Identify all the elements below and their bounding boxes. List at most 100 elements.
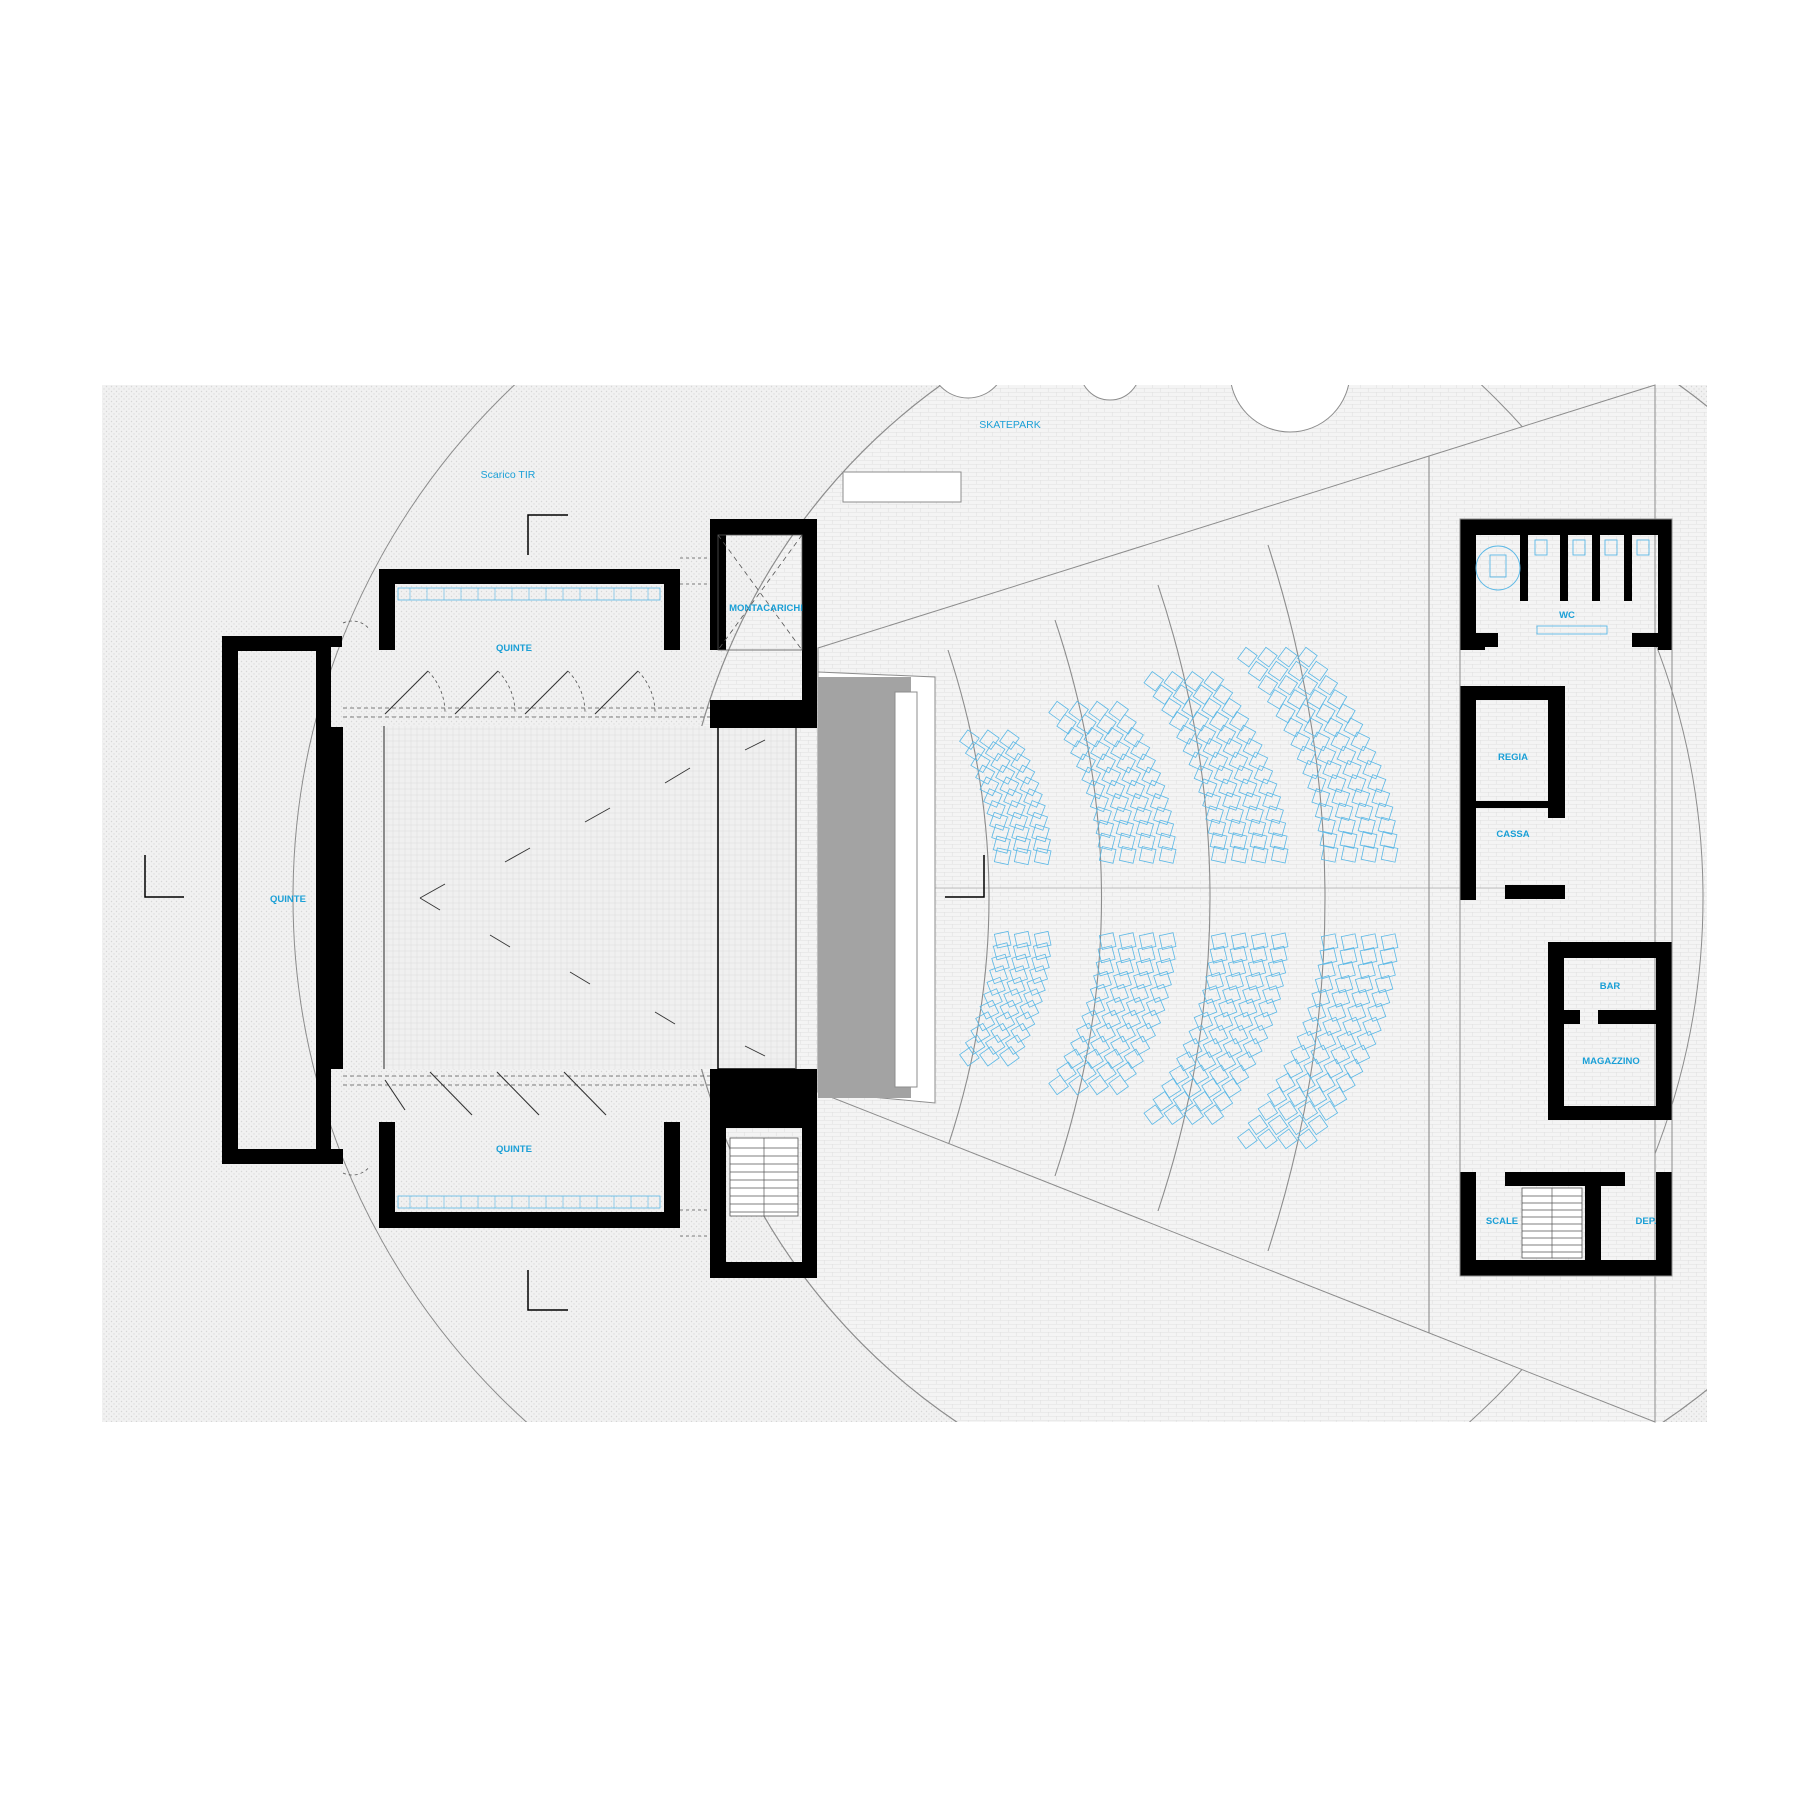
seat xyxy=(1315,703,1336,724)
seat xyxy=(1343,1058,1364,1079)
seat xyxy=(1253,1011,1274,1032)
seat xyxy=(1269,945,1288,964)
seat xyxy=(1141,1009,1162,1030)
seat xyxy=(1095,819,1115,838)
seat xyxy=(1158,932,1177,950)
seat xyxy=(1233,764,1254,785)
seat xyxy=(1228,751,1249,772)
seat xyxy=(1270,845,1289,864)
seat xyxy=(1337,816,1356,835)
seat xyxy=(1012,942,1031,961)
seat xyxy=(1088,1074,1109,1096)
section-marks xyxy=(144,514,985,1311)
seat xyxy=(1130,740,1151,761)
seat xyxy=(1296,745,1317,766)
seat xyxy=(1023,788,1043,808)
seat xyxy=(1297,674,1319,696)
seat xyxy=(1230,932,1249,951)
seat xyxy=(1237,1128,1258,1150)
seat xyxy=(1182,1038,1203,1058)
seat xyxy=(1196,724,1217,745)
seat xyxy=(993,847,1012,866)
deposit-label: DEP. xyxy=(1636,1216,1657,1227)
seat xyxy=(1326,1086,1348,1107)
seat xyxy=(1207,958,1227,978)
seat xyxy=(1331,988,1351,1008)
seat xyxy=(1121,1009,1142,1030)
seat xyxy=(989,965,1009,985)
seat xyxy=(1350,1044,1371,1065)
box-office-label: CASSA xyxy=(1496,829,1529,840)
seat xyxy=(1267,818,1287,838)
seat xyxy=(1357,961,1376,980)
seat xyxy=(1198,998,1218,1018)
seat xyxy=(1117,945,1136,964)
seat xyxy=(1101,766,1122,787)
seat xyxy=(1237,646,1258,668)
control-room-label: REGIA xyxy=(1498,752,1528,763)
seat xyxy=(1320,933,1339,951)
seat xyxy=(1033,930,1052,949)
seat xyxy=(1136,1022,1156,1043)
toilets-label: WC xyxy=(1559,610,1575,621)
seat xyxy=(1109,983,1129,1003)
seat xyxy=(1015,1011,1036,1032)
seat xyxy=(1327,774,1347,794)
seat xyxy=(1290,731,1311,752)
seat xyxy=(1085,779,1106,800)
seat xyxy=(1110,1035,1131,1056)
seat xyxy=(1135,958,1155,977)
seat xyxy=(1216,724,1237,745)
seat xyxy=(1229,832,1248,851)
seat xyxy=(1277,674,1299,696)
seat xyxy=(1096,1022,1116,1043)
seat xyxy=(1152,1091,1174,1112)
seat xyxy=(999,1045,1020,1067)
seat xyxy=(1031,823,1050,843)
seat xyxy=(1172,684,1194,705)
seat xyxy=(1302,1016,1322,1037)
seat xyxy=(1098,846,1117,864)
seat xyxy=(1108,1074,1129,1096)
seat xyxy=(1070,1035,1091,1056)
seat xyxy=(1201,697,1222,719)
seat xyxy=(1317,674,1339,696)
seat xyxy=(999,729,1020,751)
seat xyxy=(995,764,1016,785)
seat xyxy=(1340,845,1359,863)
seat xyxy=(1218,778,1238,798)
seat xyxy=(1121,766,1142,787)
seat xyxy=(1013,847,1032,866)
seat xyxy=(1306,689,1328,710)
seat xyxy=(1090,1035,1111,1056)
seat xyxy=(1125,996,1146,1017)
seat xyxy=(984,741,1006,762)
tier-step-1 xyxy=(947,649,990,1147)
tier-step-3 xyxy=(1157,584,1211,1212)
seat xyxy=(1163,1104,1185,1126)
seat xyxy=(1236,724,1257,745)
seat xyxy=(1317,961,1336,980)
seat xyxy=(1227,958,1247,978)
seat xyxy=(1297,1100,1319,1122)
seat xyxy=(1319,830,1338,849)
seat xyxy=(1335,1072,1356,1093)
seat xyxy=(1183,670,1205,692)
stairs-label: SCALE xyxy=(1486,1216,1518,1227)
seat xyxy=(1314,975,1334,994)
seat xyxy=(1081,1009,1102,1030)
seat xyxy=(1257,1128,1278,1150)
seat xyxy=(1110,740,1131,761)
wc-fixtures xyxy=(1475,539,1650,635)
seat xyxy=(1347,1002,1367,1022)
seat xyxy=(1135,819,1155,838)
seat xyxy=(1222,738,1243,758)
seat xyxy=(1319,947,1338,966)
seat xyxy=(1118,932,1137,950)
seat xyxy=(1138,846,1157,864)
seat xyxy=(1247,660,1269,682)
seat xyxy=(1222,985,1242,1005)
seat xyxy=(1296,1030,1317,1051)
seat xyxy=(1290,1044,1311,1065)
